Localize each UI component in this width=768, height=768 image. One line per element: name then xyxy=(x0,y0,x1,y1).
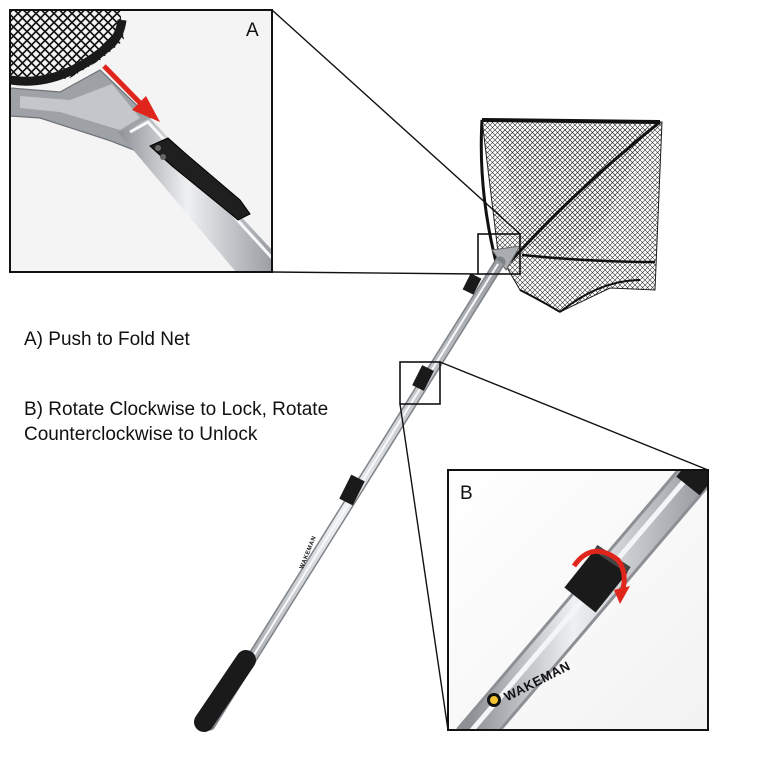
inset-a-label: A xyxy=(246,20,259,41)
caption-fold-net: A) Push to Fold Net xyxy=(24,329,190,350)
inset-a xyxy=(9,9,273,273)
caption-rotate-lock: B) Rotate Clockwise to Lock, Rotate Coun… xyxy=(24,399,329,445)
red-arrow-icon xyxy=(102,64,160,122)
inset-b-label: B xyxy=(460,483,473,504)
highlight-box-b xyxy=(399,361,441,405)
main-pole xyxy=(194,256,506,732)
main-net xyxy=(479,118,663,313)
highlight-box-a xyxy=(477,233,521,275)
inset-b xyxy=(447,469,709,731)
rotate-arrow-icon xyxy=(571,548,630,604)
callout-lines xyxy=(271,9,709,731)
